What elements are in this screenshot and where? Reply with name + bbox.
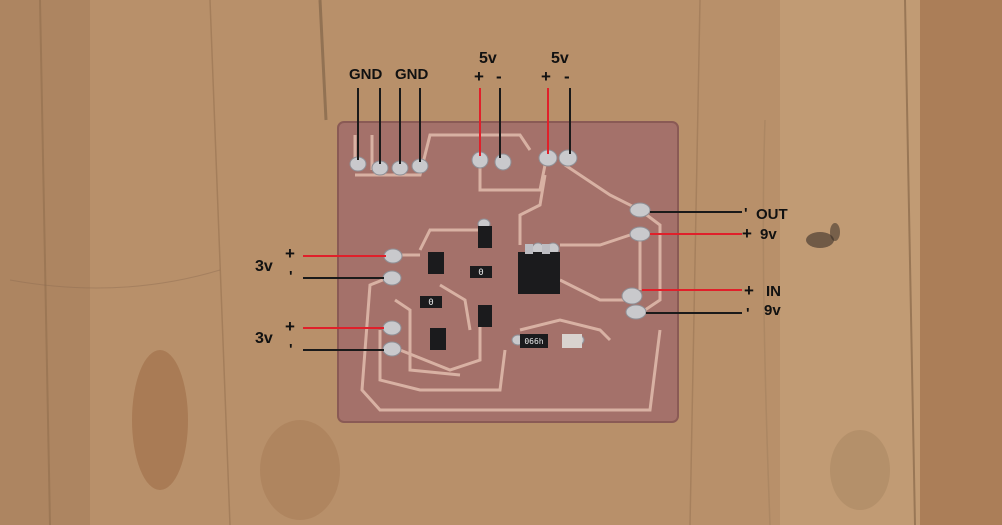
left-3v-label-2: 3v — [255, 330, 273, 347]
left-3v-label-1: 3v — [255, 258, 273, 275]
left-tick-label-1: ' — [289, 268, 293, 285]
out-tick-label: ' — [744, 205, 748, 222]
out-label: OUT — [756, 206, 788, 223]
out-9v-label: 9v — [760, 226, 777, 243]
minus-label-2: - — [564, 67, 570, 86]
resistor-0-b-marking: 0 — [428, 298, 433, 308]
five-v-label-1: 5v — [479, 50, 497, 67]
resistor-066h-marking: 066h — [524, 337, 543, 346]
in-plus-label: + — [744, 281, 754, 300]
resistor-0-a-marking: 0 — [478, 268, 483, 278]
transistor-upper — [428, 252, 444, 274]
out-plus-label: + — [742, 224, 752, 243]
callout-lines — [303, 88, 742, 351]
in-label: IN — [766, 283, 781, 300]
five-v-label-2: 5v — [551, 50, 569, 67]
resistor-066h — [520, 334, 548, 348]
pcb-board: 0 0 066h — [337, 121, 679, 423]
resistor-0-b — [420, 296, 442, 308]
plus-label-2: + — [541, 67, 551, 86]
main-chip — [518, 252, 560, 294]
gnd-label-1: GND — [349, 66, 383, 83]
components — [420, 226, 582, 350]
in-tick-label: ' — [746, 305, 750, 322]
gnd-label-2: GND — [395, 66, 429, 83]
left-plus-label-1: + — [285, 244, 295, 263]
in-9v-label: 9v — [764, 302, 781, 319]
transistor-lower — [430, 328, 446, 350]
left-plus-label-2: + — [285, 317, 295, 336]
led — [562, 334, 582, 348]
plus-label-1: + — [474, 67, 484, 86]
resistor-0-a — [470, 266, 492, 278]
minus-label-1: - — [496, 67, 502, 86]
left-tick-label-2: ' — [289, 341, 293, 358]
